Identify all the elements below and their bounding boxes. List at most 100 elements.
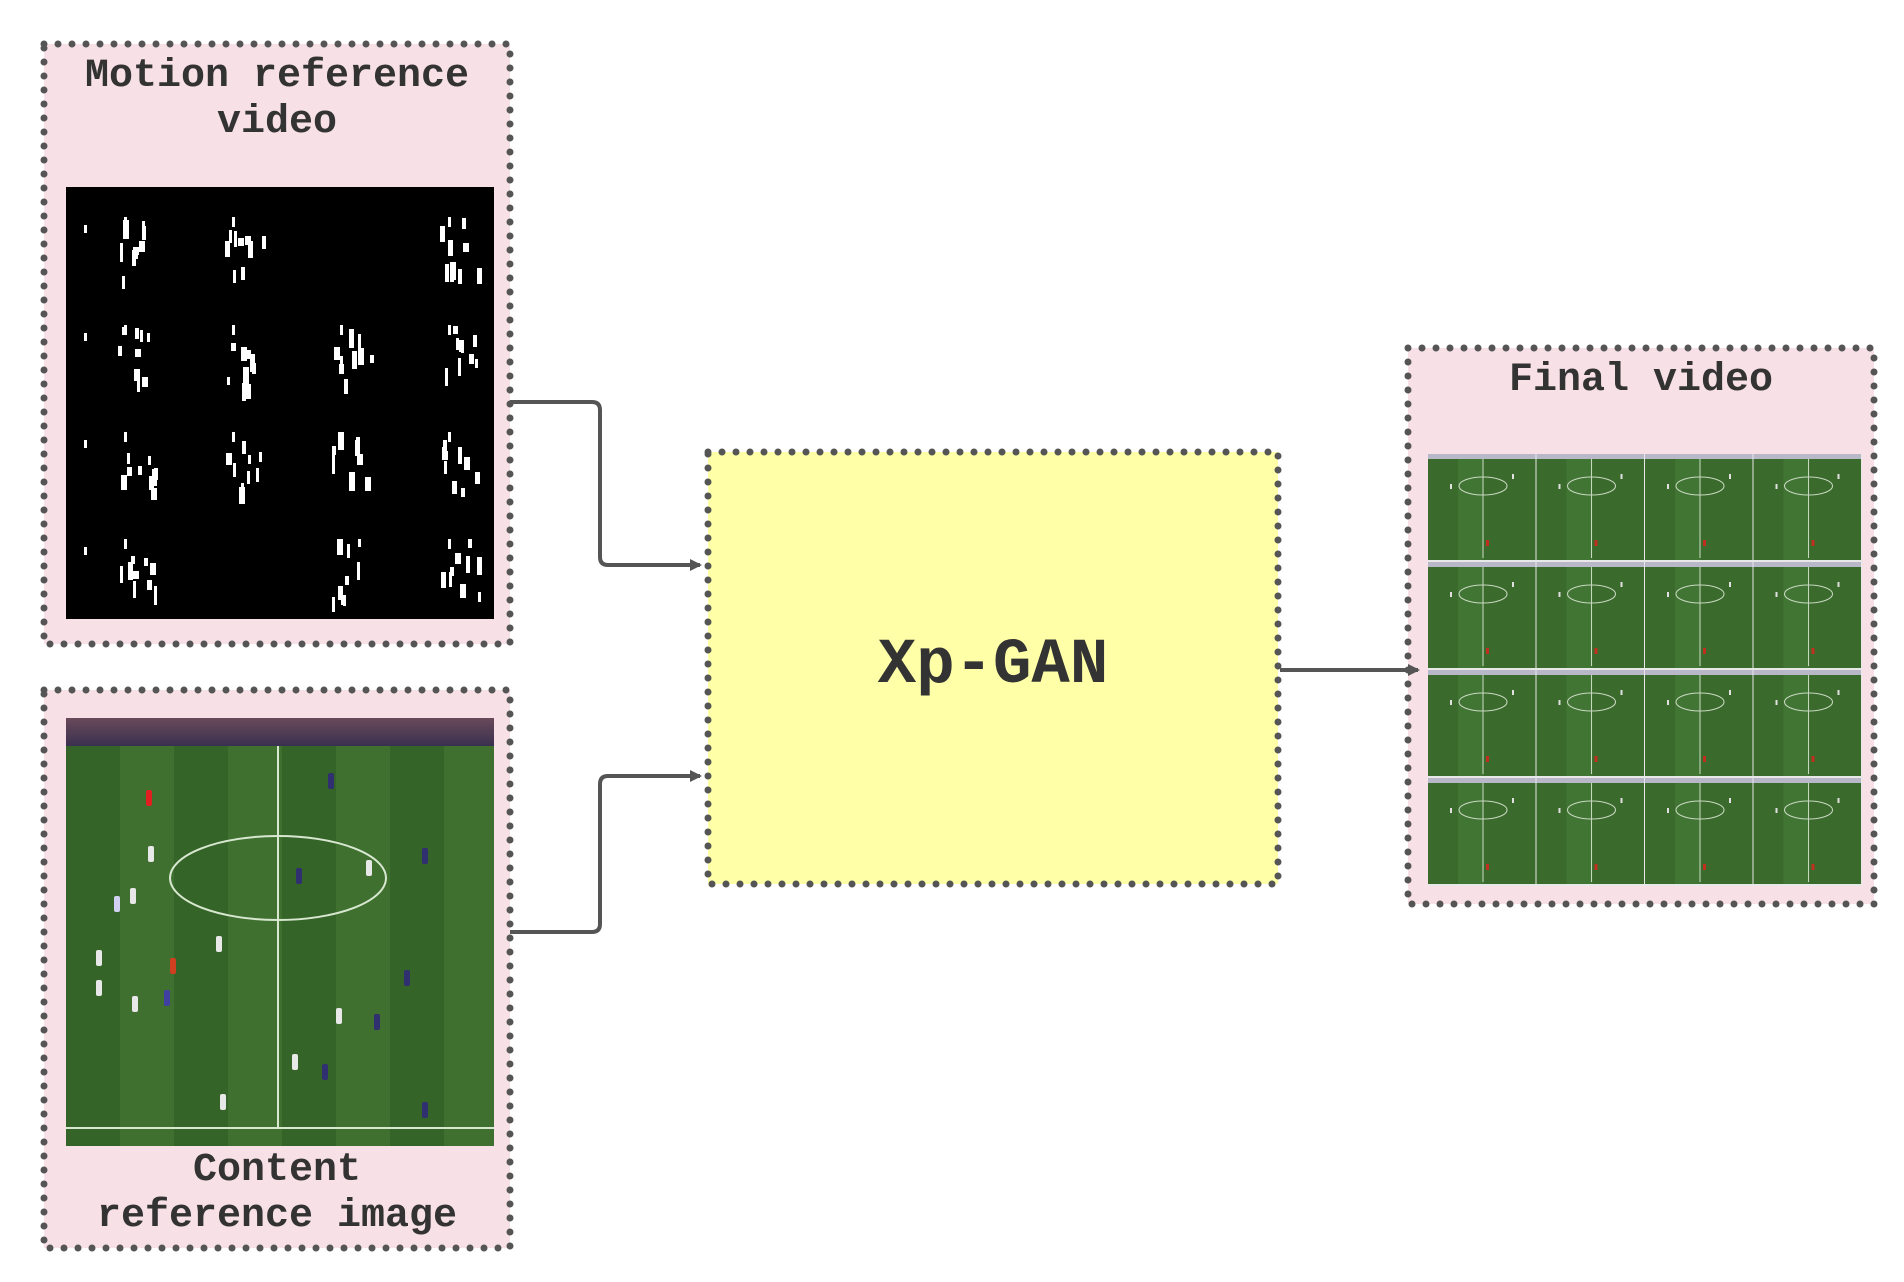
motion-mark [226, 453, 232, 465]
motion-mark [138, 466, 142, 475]
motion-mark [477, 268, 482, 284]
motion-mark [262, 236, 266, 249]
motion-mark [133, 581, 136, 598]
motion-mark [448, 432, 451, 442]
motion-mark [357, 454, 363, 465]
arrow-motion-to-gan [510, 400, 702, 571]
final-frame [1536, 454, 1644, 560]
motion-title-line1: Motion reference [84, 54, 470, 99]
player [422, 1102, 428, 1118]
motion-mark [248, 455, 251, 464]
motion-mark [334, 347, 340, 360]
motion-mark [241, 483, 244, 496]
final-frame [1536, 562, 1644, 668]
motion-mark [232, 217, 235, 227]
final-frame [1428, 454, 1536, 560]
motion-mark [464, 457, 470, 470]
motion-mark [340, 539, 343, 549]
motion-mark [127, 453, 130, 464]
motion-mark [241, 347, 247, 361]
motion-mark [151, 488, 157, 500]
motion-mark [444, 451, 448, 460]
pitch-stripe [120, 746, 174, 1146]
motion-mark [462, 218, 466, 229]
motion-mark [448, 217, 451, 227]
motion-mark [232, 432, 235, 442]
arrow-content-to-gan [510, 770, 702, 934]
motion-mark [132, 250, 136, 266]
motion-mark [475, 472, 480, 484]
player [96, 980, 102, 996]
final-frame [1753, 670, 1861, 776]
motion-mark [229, 230, 232, 243]
pitch-stripe [390, 746, 444, 1146]
motion-mark [477, 557, 482, 575]
motion-mark [456, 338, 459, 350]
motion-mark [242, 383, 246, 401]
motion-mark [233, 463, 236, 477]
motion-mark [243, 367, 249, 384]
motion-mark [448, 240, 453, 256]
motion-mark [475, 359, 478, 368]
player [130, 888, 136, 904]
motion-mark [340, 356, 343, 367]
motion-mark [154, 468, 158, 480]
motion-mark [347, 544, 350, 558]
motion-mark [461, 341, 464, 353]
motion-mark [127, 467, 132, 476]
xp-gan-box-border [704, 448, 1282, 888]
motion-mark [478, 592, 481, 602]
motion-mark [139, 241, 145, 252]
player [292, 1054, 298, 1070]
motion-mark [453, 326, 458, 334]
player [216, 936, 222, 952]
motion-panel-border [40, 40, 514, 648]
motion-mark [450, 274, 454, 282]
motion-mark [460, 584, 466, 598]
motion-mark [118, 346, 122, 356]
motion-mark [345, 576, 349, 585]
pitch-stripe [336, 746, 390, 1146]
player [170, 958, 176, 974]
motion-mark [332, 450, 335, 465]
motion-mark [84, 225, 87, 233]
motion-mark [358, 348, 364, 365]
motion-mark [84, 547, 87, 555]
player [296, 868, 302, 884]
motion-mark [245, 384, 251, 399]
motion-mark [338, 586, 343, 600]
motion-mark [448, 325, 451, 335]
motion-mark [84, 333, 87, 341]
player [322, 1064, 328, 1080]
motion-mark [332, 597, 335, 612]
final-frame [1536, 670, 1644, 776]
motion-mark [149, 476, 154, 490]
final-frame [1428, 778, 1536, 884]
motion-mark [466, 556, 470, 573]
final-frame [1645, 778, 1753, 884]
motion-mark [231, 343, 236, 351]
center-circle [169, 835, 387, 921]
motion-mark [458, 358, 461, 376]
motion-mark [445, 264, 449, 282]
motion-mark [332, 446, 336, 455]
final-video-panel: Final video [1408, 348, 1874, 904]
motion-mark [123, 220, 129, 239]
final-video-frames [1428, 454, 1862, 886]
motion-mark [352, 351, 357, 369]
motion-mark [135, 349, 141, 357]
motion-mark [455, 553, 461, 564]
xp-gan-label: Xp-GAN [877, 630, 1109, 702]
motion-mark [122, 276, 125, 289]
motion-mark [458, 269, 462, 284]
player [422, 848, 428, 864]
motion-mark [227, 377, 230, 385]
motion-mark [120, 243, 123, 262]
motion-mark [349, 472, 355, 491]
motion-mark [121, 475, 127, 490]
motion-mark [124, 325, 127, 335]
motion-mark [232, 325, 235, 335]
motion-mark [84, 440, 87, 448]
motion-mark [441, 572, 446, 588]
